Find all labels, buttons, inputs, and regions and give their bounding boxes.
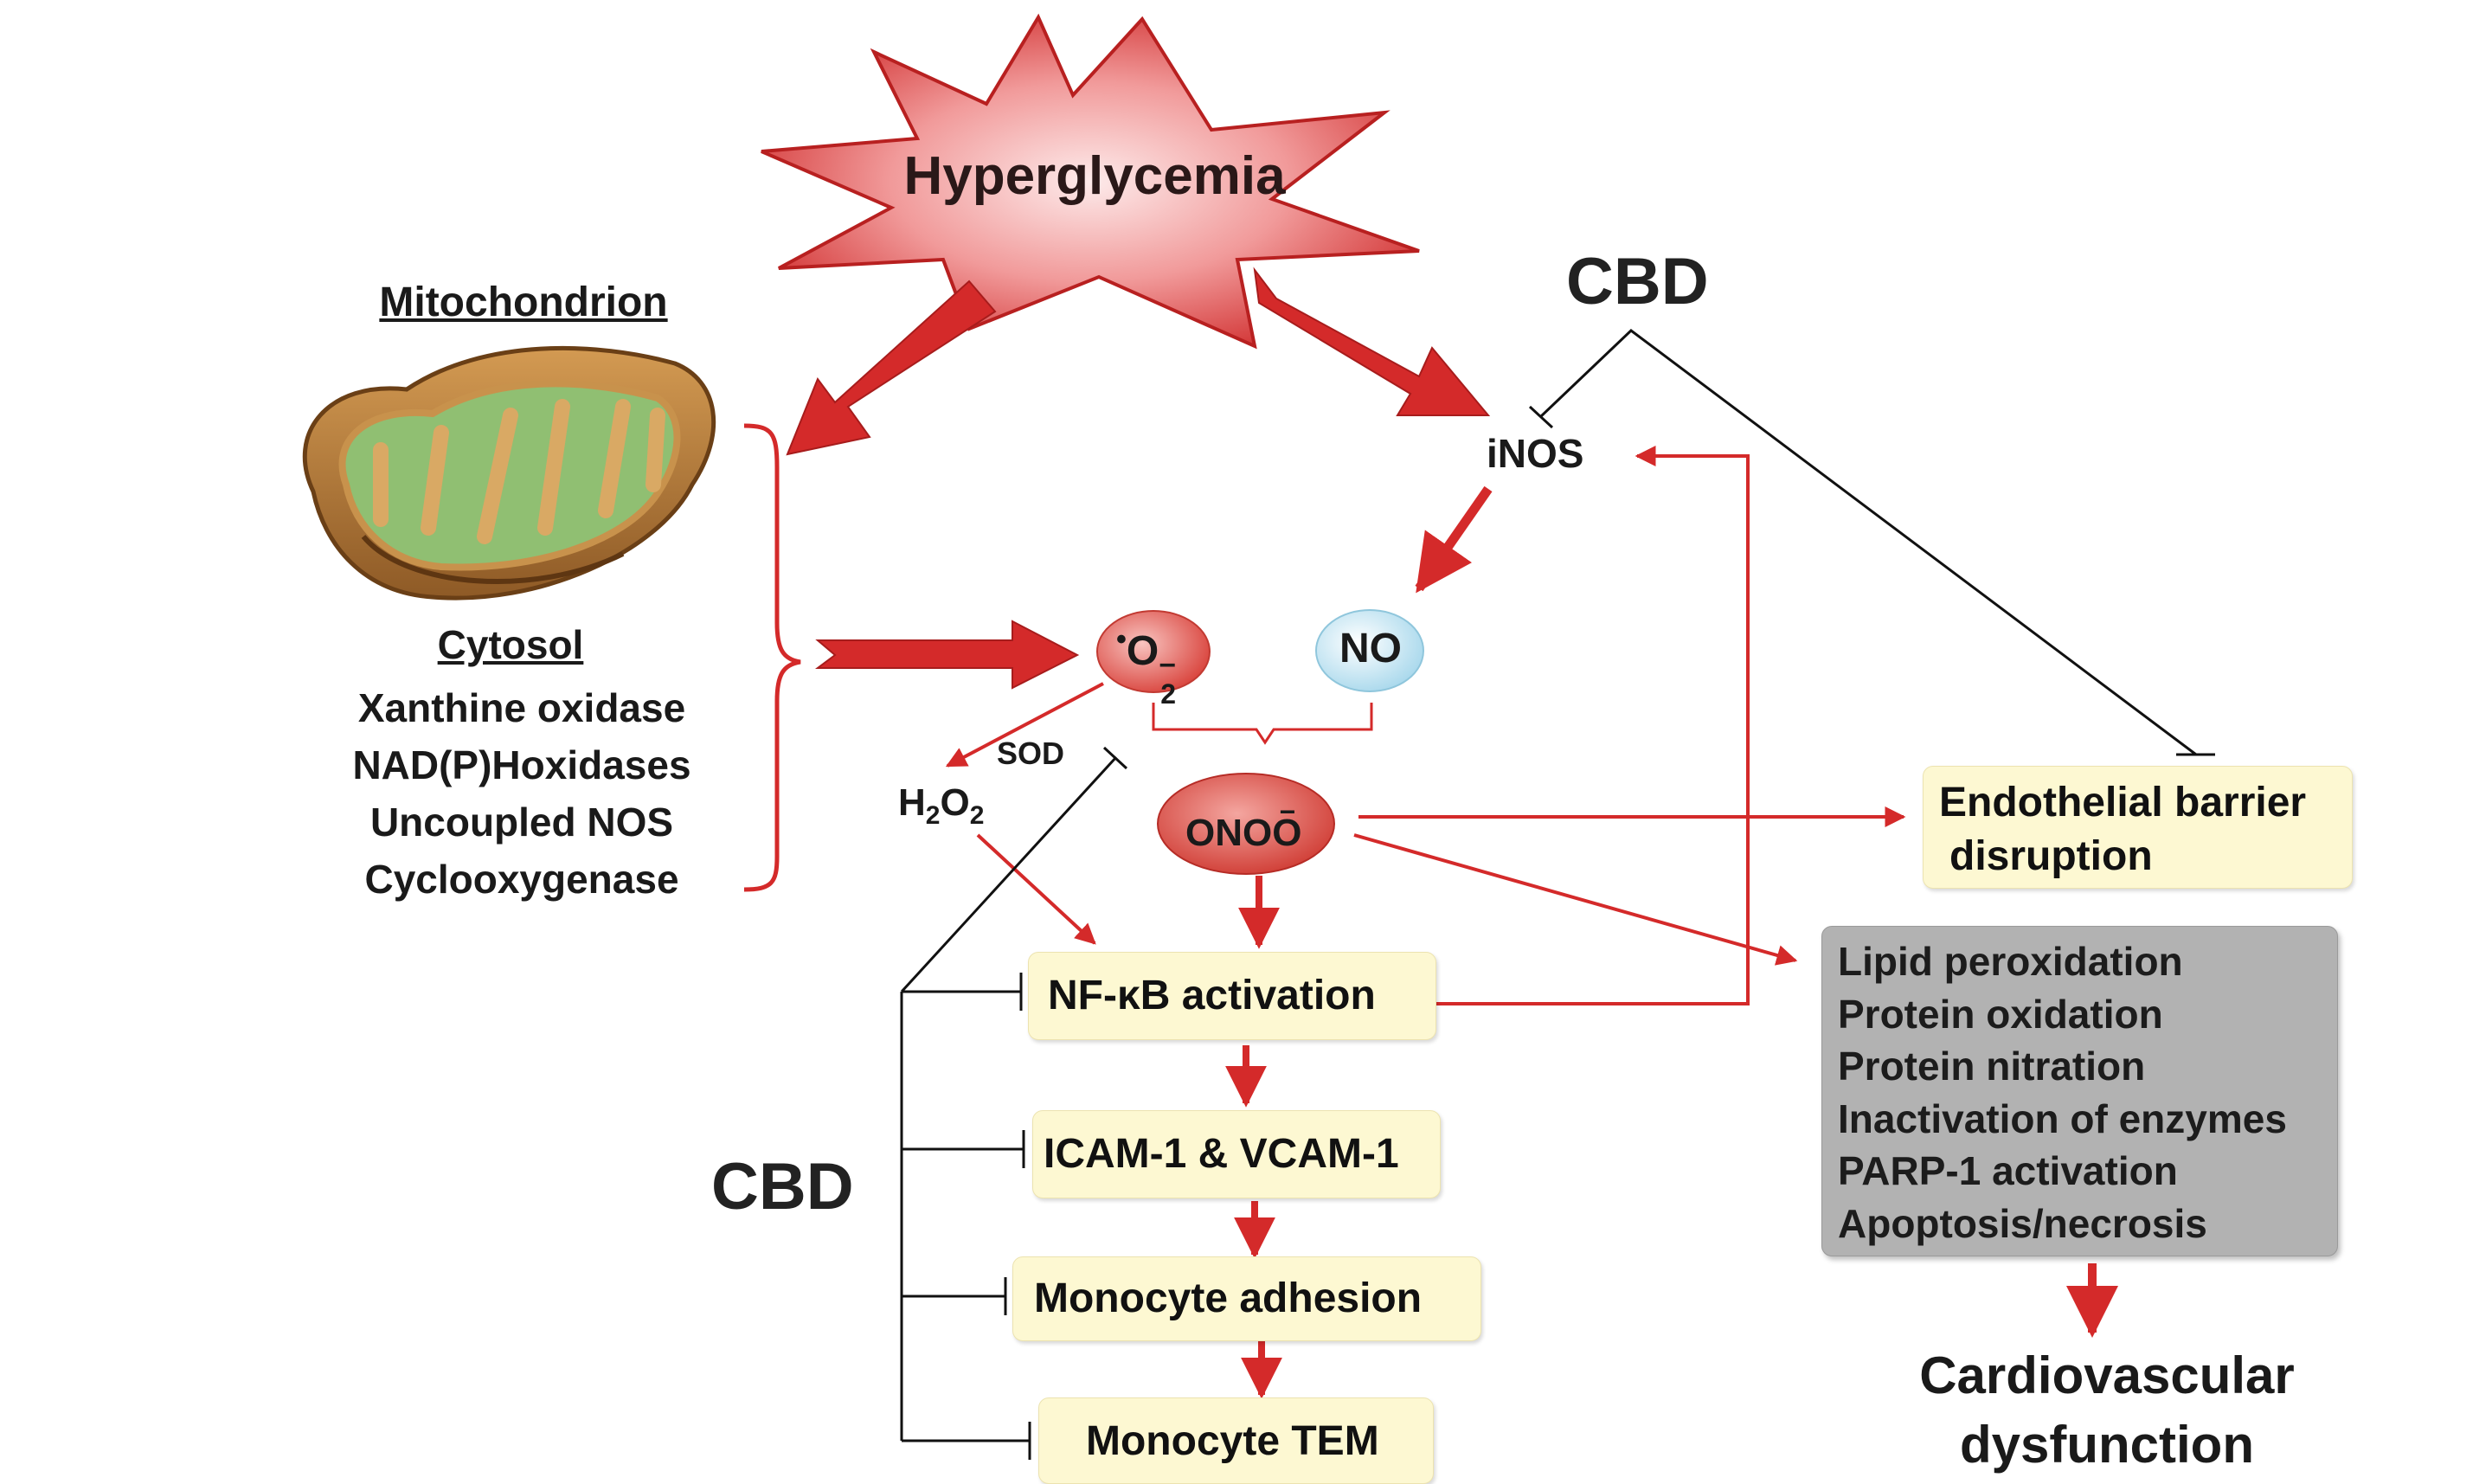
arrow-inos-to-no bbox=[1415, 485, 1493, 594]
icam-vcam-box: ICAM-1 & VCAM-1 bbox=[1032, 1110, 1441, 1198]
cytosol-item: Cyclooxygenase bbox=[364, 857, 679, 902]
h2o2-h: H bbox=[898, 781, 926, 824]
damage-item: PARP-1 activation bbox=[1838, 1148, 2178, 1193]
cytosol-list: Xanthine oxidase NAD(P)Hoxidases Uncoupl… bbox=[352, 679, 690, 908]
cbd-top-label: CBD bbox=[1566, 245, 1709, 318]
peroxynitrite-base: ONOO bbox=[1185, 812, 1302, 854]
nitric-oxide-node bbox=[1315, 609, 1424, 692]
hyperglycemia-label: Hyperglycemia bbox=[903, 146, 1286, 206]
outcome-line1: Cardiovascular bbox=[1919, 1346, 2295, 1404]
cbd-left-inhibition-lines bbox=[900, 746, 1128, 1460]
endothelial-box: Endothelial barrier disruption bbox=[1923, 766, 2353, 889]
arrow-bracket-to-superoxide bbox=[815, 620, 1080, 690]
peroxynitrite-label: ONOO− bbox=[1185, 796, 1301, 855]
radical-dot: • bbox=[1116, 623, 1127, 656]
arrow-h2o2-to-nfkb bbox=[976, 833, 1096, 945]
peroxynitrite-charge: − bbox=[1279, 796, 1296, 827]
nfkb-label: NF-κB activation bbox=[1048, 973, 1376, 1018]
damage-item: Apoptosis/necrosis bbox=[1838, 1200, 2207, 1246]
cytosol-title: Cytosol bbox=[437, 622, 584, 667]
hyperglycemia-burst bbox=[761, 13, 1420, 350]
source-bracket bbox=[743, 423, 801, 892]
cytosol-item: Xanthine oxidase bbox=[357, 685, 686, 730]
arrow-nfkb-feedback-to-inos bbox=[1436, 446, 1750, 1005]
nfkb-box: NF-κB activation bbox=[1028, 952, 1436, 1040]
arrow-superoxide-to-h2o2 bbox=[945, 682, 1104, 768]
no-label: NO bbox=[1339, 626, 1402, 671]
superoxide-charge: − bbox=[1159, 649, 1177, 682]
mitochondrion-title: Mitochondrion bbox=[379, 279, 668, 325]
endothelial-label-line1: Endothelial barrier bbox=[1939, 780, 2307, 826]
superoxide-subscript: 2 bbox=[1160, 678, 1177, 710]
superoxide-node bbox=[1096, 610, 1211, 693]
icam-vcam-label: ICAM-1 & VCAM-1 bbox=[1044, 1131, 1399, 1177]
h2o2-label: H2O2 bbox=[898, 781, 984, 831]
monocyte-adhesion-label: Monocyte adhesion bbox=[1034, 1275, 1423, 1321]
outcome-label: Cardiovascular dysfunction bbox=[1919, 1341, 2295, 1480]
h2o2-h-sub: 2 bbox=[925, 800, 941, 830]
endothelial-label-line2: disruption bbox=[1949, 833, 2153, 879]
damage-item: Protein nitration bbox=[1838, 1044, 2146, 1089]
damage-item: Protein oxidation bbox=[1838, 991, 2163, 1037]
superoxide-label: •O−2 bbox=[1116, 623, 1179, 710]
arrow-peroxynitrite-to-damage bbox=[1353, 833, 1798, 966]
inos-label: iNOS bbox=[1487, 431, 1584, 476]
outcome-line2: dysfunction bbox=[1959, 1416, 2254, 1474]
h2o2-o-sub: 2 bbox=[969, 800, 985, 830]
damage-item: Lipid peroxidation bbox=[1838, 939, 2183, 984]
monocyte-tem-label: Monocyte TEM bbox=[1086, 1418, 1379, 1464]
cbd-top-inhibition-lines bbox=[1528, 329, 2215, 756]
cbd-left-label: CBD bbox=[711, 1150, 854, 1224]
arrow-hyper-to-inos bbox=[1253, 267, 1491, 416]
cytosol-item: Uncoupled NOS bbox=[369, 800, 674, 845]
combine-bracket bbox=[1152, 703, 1373, 745]
peroxynitrite-node bbox=[1157, 773, 1335, 875]
arrow-hyper-to-mito bbox=[786, 279, 997, 456]
superoxide-base: O bbox=[1126, 628, 1159, 674]
h2o2-o: O bbox=[940, 781, 970, 824]
cytosol-item: NAD(P)Hoxidases bbox=[352, 742, 691, 787]
oxidative-damage-box: Lipid peroxidation Protein oxidation Pro… bbox=[1821, 926, 2338, 1256]
monocyte-adhesion-box: Monocyte adhesion bbox=[1012, 1256, 1481, 1341]
monocyte-tem-box: Monocyte TEM bbox=[1038, 1397, 1434, 1484]
mitochondrion-illustration bbox=[302, 345, 716, 601]
damage-item: Inactivation of enzymes bbox=[1838, 1095, 2287, 1141]
sod-label: SOD bbox=[997, 736, 1065, 771]
